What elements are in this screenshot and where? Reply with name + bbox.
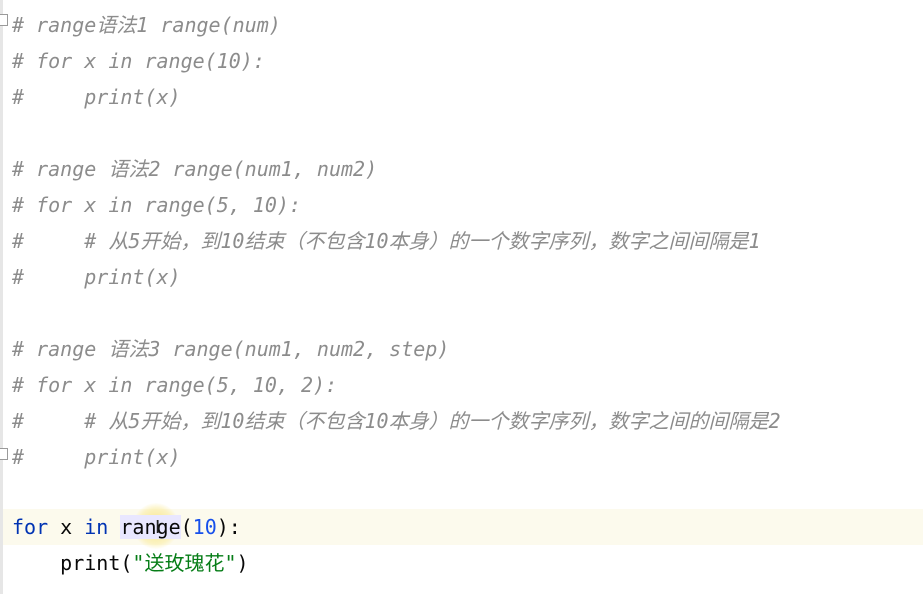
keyword-in: in [84,515,109,539]
keyword-for: for [12,515,49,539]
fold-marker-icon[interactable] [0,448,8,460]
code-line-comment[interactable]: # for x in range(5, 10, 2): [12,373,338,397]
code-line-comment[interactable]: # for x in range(10): [12,49,265,73]
code-line-comment[interactable]: # # 从5开始，到10结束（不包含10本身）的一个数字序列，数字之间间隔是1 [12,229,761,253]
print-function: print( [60,551,133,575]
indent [12,551,60,575]
i-beam-cursor-icon: I [155,518,160,538]
range-function-b: nge [144,515,181,539]
code-line-comment[interactable]: # range 语法2 range(num1, num2) [12,157,378,181]
code-line-comment[interactable]: # print(x) [12,85,181,109]
code-line-comment[interactable]: # print(x) [12,445,181,469]
range-function-a: ra [120,515,145,539]
paren-open: ( [180,515,193,539]
code-line-comment[interactable]: # print(x) [12,265,181,289]
range-argument: 10 [192,515,217,539]
code-line-comment[interactable]: # # 从5开始，到10结束（不包含10本身）的一个数字序列，数字之间的间隔是2 [12,409,781,433]
print-close-paren: ) [236,551,249,575]
code-line-for-loop[interactable]: for x in range(10): [12,510,241,544]
code-line-comment[interactable]: # range语法1 range(num) [12,13,281,37]
string-literal: "送玫瑰花" [132,551,237,575]
code-line-comment[interactable]: # for x in range(5, 10): [12,193,301,217]
loop-variable: x [48,515,85,539]
fold-marker-icon[interactable] [0,14,8,26]
code-line-comment[interactable]: # range 语法3 range(num1, num2, step) [12,337,450,361]
editor-gutter [0,0,3,594]
code-line-print[interactable]: print("送玫瑰花") [12,546,249,580]
paren-close: ): [216,515,241,539]
